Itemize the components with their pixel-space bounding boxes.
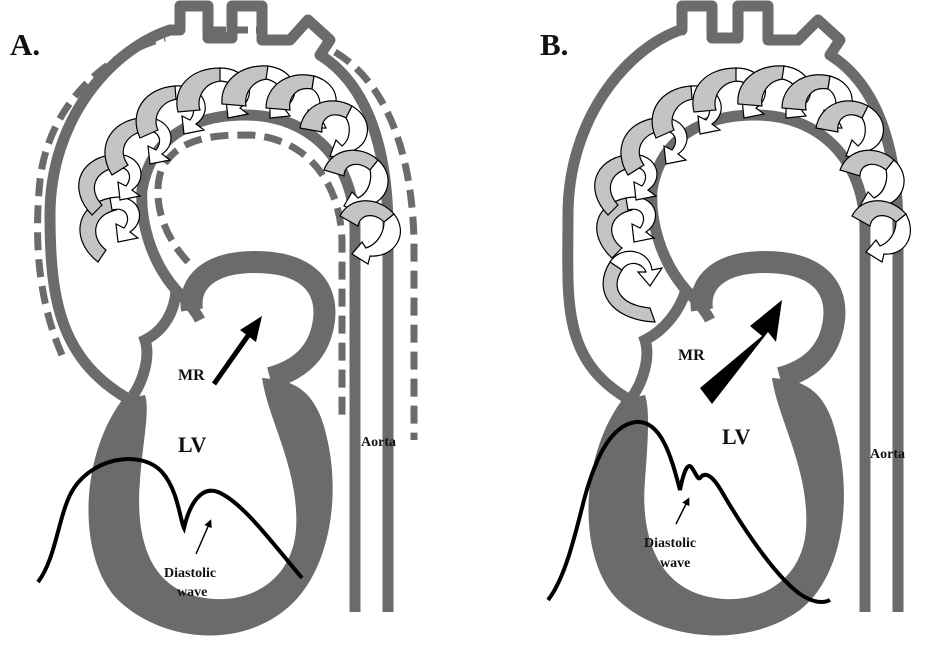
lv-label-b: LV bbox=[722, 424, 751, 449]
helix-arrow bbox=[110, 197, 140, 242]
helix-arrow bbox=[626, 197, 656, 242]
panel-letter-b: B. bbox=[540, 27, 568, 62]
panel-b: B. bbox=[540, 6, 910, 635]
helix-segment bbox=[177, 68, 222, 112]
aorta-label-a: Aorta bbox=[361, 435, 396, 450]
panel-letter-a: A. bbox=[10, 27, 40, 62]
wave-label-b-line1: Diastolic bbox=[644, 536, 696, 551]
diastolic-wave-pointer bbox=[676, 500, 688, 524]
wave-label-b-line2: wave bbox=[660, 556, 690, 571]
panel-a: A. bbox=[10, 6, 414, 635]
mr-label-a: MR bbox=[178, 367, 205, 384]
lv-pressure-curve bbox=[38, 459, 302, 582]
wave-label-a-line1: Diastolic bbox=[164, 566, 216, 581]
helix-segment bbox=[693, 68, 738, 112]
wave-label-a-line2: wave bbox=[177, 585, 207, 600]
aorta-label-b: Aorta bbox=[870, 447, 905, 462]
helix-arrow bbox=[866, 214, 910, 262]
diastolic-wave-pointer bbox=[196, 522, 210, 554]
mr-label-b: MR bbox=[678, 347, 705, 364]
left-ventricle-wall bbox=[88, 378, 332, 635]
lv-label-a: LV bbox=[178, 432, 207, 457]
mr-jet-arrow-small bbox=[214, 330, 252, 384]
